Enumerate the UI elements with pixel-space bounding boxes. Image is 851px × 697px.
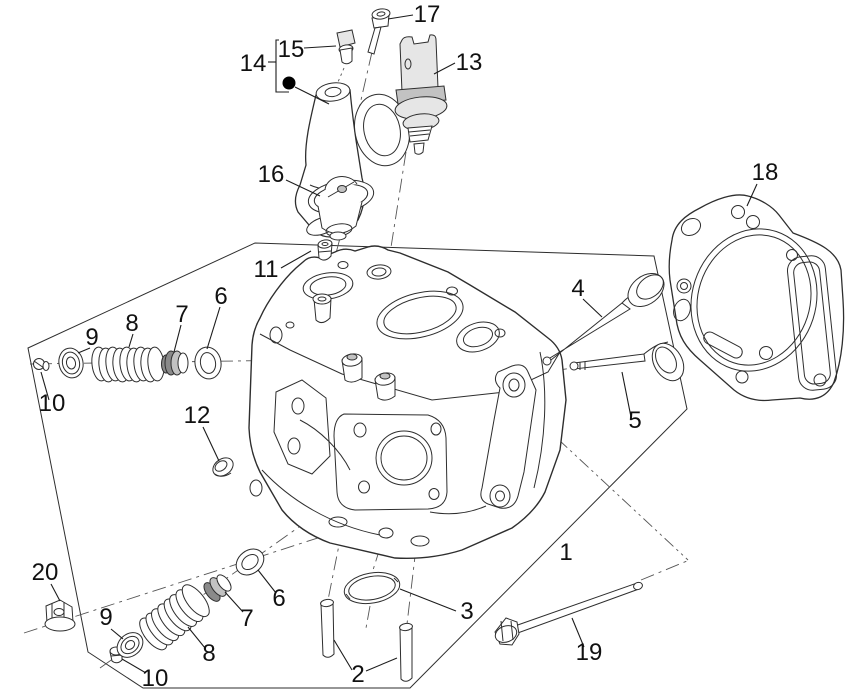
port-flange (333, 413, 448, 511)
callout-10-upper: 10 (39, 390, 66, 417)
part-17-screw (367, 8, 391, 55)
callout-3: 3 (460, 598, 473, 625)
callout-20: 20 (32, 559, 59, 586)
head-bracket (273, 379, 331, 475)
callout-14: 14 (240, 50, 267, 77)
part-16-thermostat (307, 176, 375, 241)
part-6-spring-seat-lower (235, 548, 265, 576)
callout-10-lower: 10 (142, 665, 169, 692)
part-9-retainer-upper (58, 347, 84, 379)
callout-19: 19 (576, 639, 603, 666)
callout-2: 2 (351, 661, 364, 688)
part-5-valve (569, 341, 685, 382)
callout-1: 1 (559, 539, 572, 566)
part-19-head-bolt (494, 581, 643, 646)
callout-17: 17 (414, 1, 441, 28)
callout-9-upper: 9 (85, 324, 98, 351)
callout-15: 15 (278, 36, 305, 63)
part-11-plug (317, 239, 333, 261)
callout-layer: 17 15 14 13 16 11 18 6 7 8 9 10 12 4 5 1… (32, 1, 779, 692)
cylinder-head-body (248, 245, 567, 559)
part-20-flange-nut (44, 599, 76, 632)
part-10-cotters-upper (33, 358, 50, 371)
callout-8-upper: 8 (125, 310, 138, 337)
callout-5: 5 (628, 407, 641, 434)
part-13-temp-sensor (394, 34, 448, 155)
head-strut (480, 364, 537, 509)
lower-spring-set (109, 548, 265, 664)
callout-7-lower: 7 (240, 605, 253, 632)
callout-12: 12 (184, 402, 211, 429)
bleed-plug-boss (312, 293, 332, 324)
part-15-bleed-valve (336, 29, 356, 65)
upper-spring-set (33, 346, 222, 383)
callout-8-lower: 8 (202, 640, 215, 667)
callout-4: 4 (571, 275, 584, 302)
leader-lines (40, 14, 758, 674)
part-18-gasket (668, 194, 845, 402)
part-7-stem-seal-upper (161, 350, 189, 376)
callout-9-lower: 9 (99, 604, 112, 631)
callout-7-upper: 7 (175, 301, 188, 328)
callout-6-lower: 6 (272, 585, 285, 612)
part-6-spring-seat-upper (194, 346, 222, 380)
part-8-spring-lower (139, 584, 210, 651)
callout-11: 11 (254, 256, 279, 283)
assembly-dot (282, 76, 296, 90)
part-7-stem-seal-lower (203, 574, 232, 602)
callout-6-upper: 6 (214, 283, 227, 310)
part-3-oring (343, 571, 401, 605)
callout-16: 16 (258, 161, 285, 188)
part-9-retainer-lower (116, 632, 144, 658)
part-2-studs (320, 598, 413, 682)
callout-13: 13 (456, 49, 483, 76)
callout-18: 18 (752, 159, 779, 186)
part-4-valve (542, 272, 665, 366)
valve-guide-bosses (341, 353, 396, 401)
part-8-spring-upper (91, 346, 165, 383)
callout-14-bracket (268, 39, 330, 105)
part-12-shim (212, 457, 234, 477)
